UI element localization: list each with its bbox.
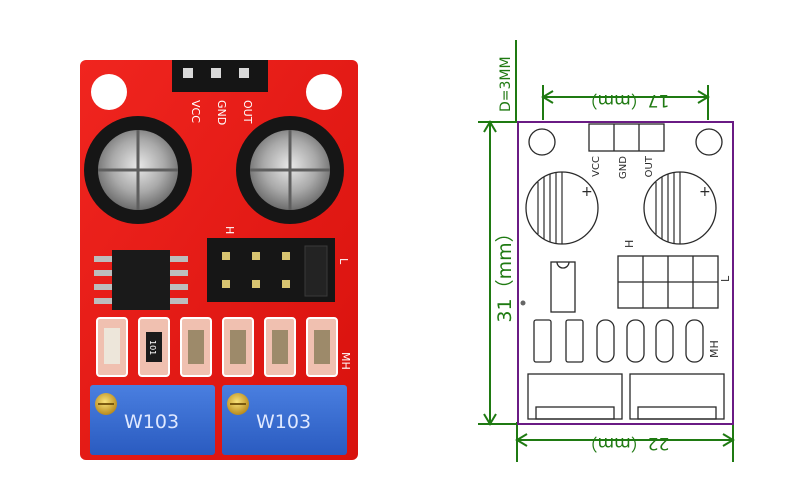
drawing-hole-right: [695, 128, 723, 156]
drawing-jumper-l: L: [719, 275, 732, 282]
hole-diameter-label: D=3MM: [498, 56, 514, 112]
capacitor-hatch-right: [655, 172, 681, 244]
drawing-pin-out: OUT: [644, 155, 655, 177]
capacitor-right: [236, 116, 344, 224]
drawing-pad-6: [685, 319, 704, 363]
smd-capacitor-row: [96, 317, 338, 377]
capacitor-left: [84, 116, 192, 224]
mounting-hole-right: [306, 74, 342, 110]
plus-sign-right: +: [699, 184, 711, 200]
drawing-pin-gnd: GND: [618, 156, 629, 179]
reference-dot: [520, 300, 526, 306]
drawing-pad-3: [596, 319, 615, 363]
side-dimension-label: 31（mm）: [494, 223, 516, 322]
timer-chip: [94, 250, 188, 310]
drawing-board-outline: [517, 121, 734, 425]
drawing-pot-left: [527, 373, 623, 420]
mounting-hole-left: [91, 74, 127, 110]
potentiometer-right: [222, 385, 347, 455]
capacitor-hatch-left: [537, 172, 563, 244]
top-dimension-label: 17（mm）: [581, 90, 670, 110]
frequency-jumper-header: [207, 238, 335, 302]
photo-jumper-h: H: [223, 226, 236, 234]
drawing-chip: [550, 261, 576, 313]
drawing-freq-label: MH: [708, 340, 721, 358]
drawing-hole-left: [528, 128, 556, 156]
drawing-pot-right: [629, 373, 725, 420]
photo-freq-label: MH: [339, 352, 352, 370]
photo-pot-label-left: W103: [124, 411, 179, 433]
photo-pin-vcc: VCC: [189, 100, 202, 123]
drawing-pad-4: [626, 319, 645, 363]
potentiometer-left: [90, 385, 215, 455]
drawing-jumper-h: H: [623, 240, 636, 248]
photo-pin-out: OUT: [241, 100, 254, 124]
photo-smd-code: 101: [148, 340, 157, 355]
drawing-pad-5: [655, 319, 674, 363]
drawing-output-header: [588, 123, 665, 152]
photo-pot-label-right: W103: [256, 411, 311, 433]
photo-pin-gnd: GND: [215, 100, 228, 125]
drawing-pad-2: [565, 319, 584, 363]
photo-jumper-l: L: [337, 258, 350, 265]
drawing-pad-1: [533, 319, 552, 363]
bottom-dimension-label: 22（mm）: [581, 433, 670, 453]
plus-sign-left: +: [581, 184, 593, 200]
output-header: [172, 60, 268, 92]
drawing-pin-vcc: VCC: [591, 156, 602, 177]
